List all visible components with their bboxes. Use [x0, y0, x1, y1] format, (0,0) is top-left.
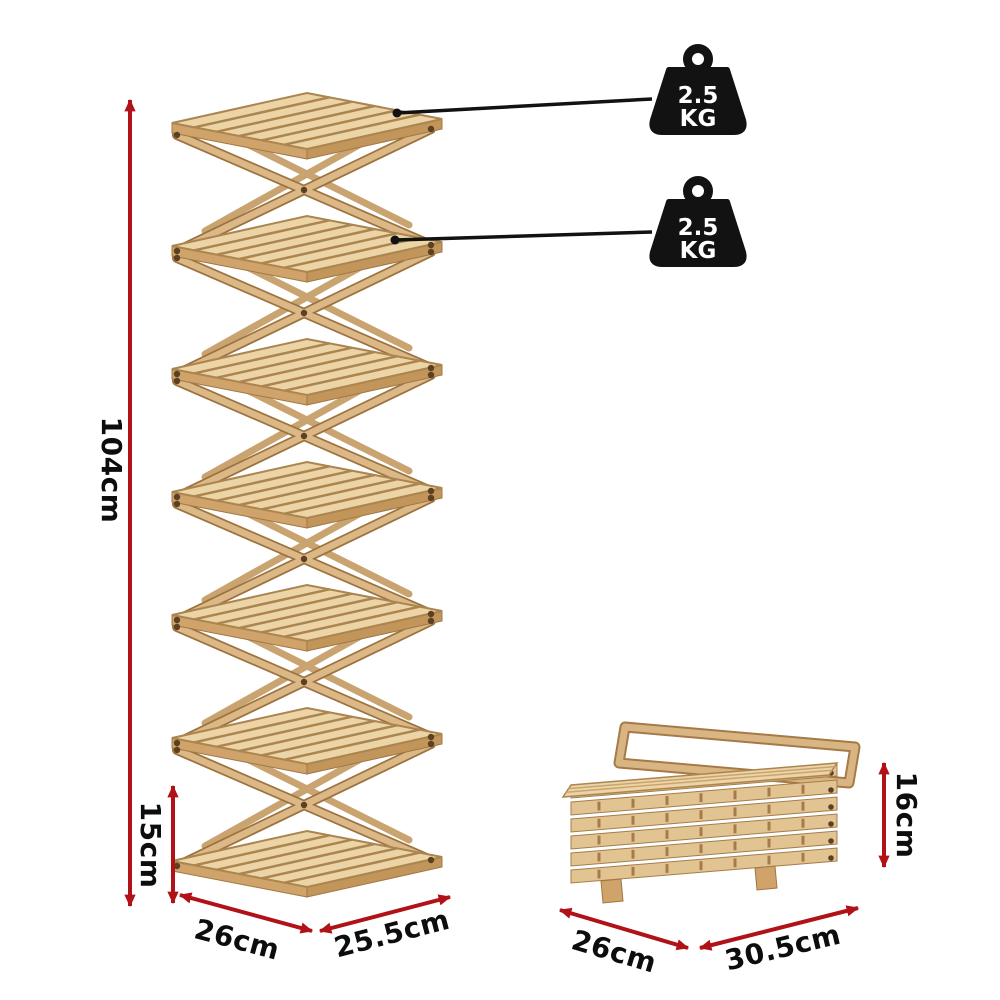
- folded-feet: [600, 865, 778, 904]
- folded-top-frame: [613, 721, 861, 789]
- height-dimension-label: 104cm: [95, 416, 128, 524]
- weight-unit: KG: [680, 106, 717, 132]
- weight-value: 2.5: [678, 83, 719, 109]
- weight-icon: 2.5 KG: [649, 44, 747, 135]
- width-dimension-line: [178, 892, 314, 934]
- depth-dimension-line: [318, 894, 452, 934]
- weight-leader-line: [390, 230, 653, 245]
- weight-icon: 2.5 KG: [649, 176, 747, 267]
- weight-value: 2.5: [678, 215, 719, 241]
- weight-capacity-badge: 2.5 KG: [648, 44, 748, 140]
- weight-leader-line: [392, 97, 653, 118]
- tier-height-dimension-label: 15cm: [134, 801, 167, 889]
- folded-top-face: [561, 762, 839, 798]
- weight-unit: KG: [680, 238, 717, 264]
- folded-depth-dimension-line: [698, 905, 860, 951]
- folded-width-dimension-line: [558, 907, 690, 951]
- folded-rack-illustration: [561, 721, 861, 904]
- weight-capacity-badge: 2.5 KG: [648, 176, 748, 272]
- folded-height-dimension-label: 16cm: [890, 771, 923, 859]
